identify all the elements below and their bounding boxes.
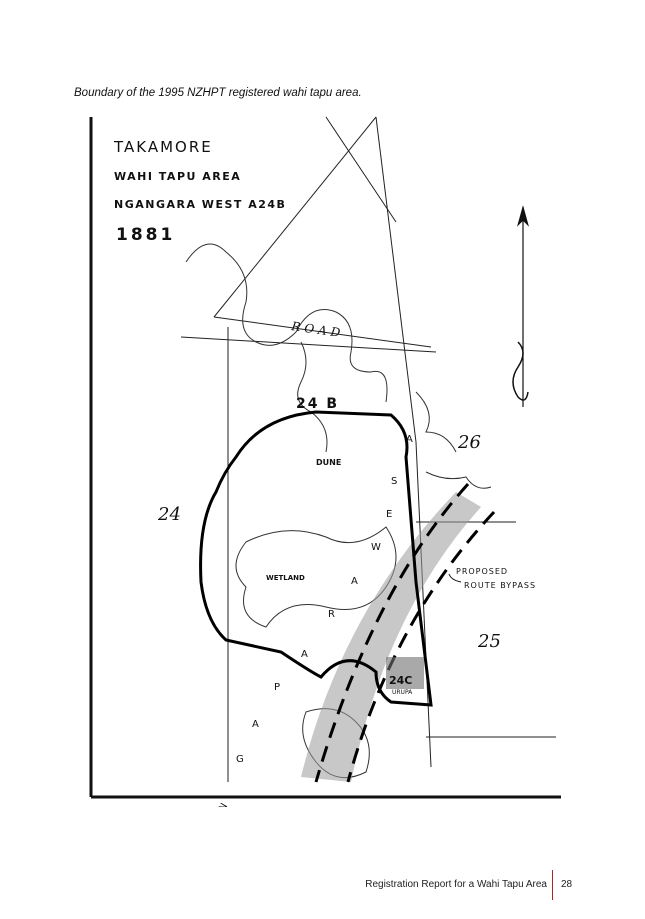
svg-text:E: E: [386, 509, 392, 520]
svg-text:A: A: [252, 719, 259, 730]
contour-sketches: [185, 243, 492, 779]
svg-text:G: G: [236, 754, 244, 765]
map-year: 1881: [116, 225, 175, 245]
svg-text:N: N: [217, 802, 230, 807]
svg-text:R: R: [328, 609, 335, 620]
wetland-label: WETLAND: [266, 574, 305, 582]
urupa-label: URUPA: [392, 689, 413, 696]
wahi-tapu-boundary: [199, 410, 433, 707]
bypass-pointer-arrow: [448, 573, 462, 583]
block-24c-label: 24C: [389, 674, 412, 687]
map-title-line-3: NGANGARA WEST A24B: [114, 198, 286, 211]
bypass-dashed-right: [346, 510, 496, 783]
map-drawing: TAKAMORE WAHI TAPU AREA NGANGARA WEST A2…: [89, 116, 561, 807]
svg-text:A: A: [301, 649, 308, 660]
block-24b-label: 24 B: [296, 396, 339, 412]
waterway-letters: N G A P A R A W E S A: [217, 434, 413, 807]
urupa-block: [386, 657, 424, 689]
dune-label: DUNE: [316, 458, 341, 467]
block-26-label: 26: [457, 432, 481, 453]
bypass-label-line-2: ROUTE BYPASS: [464, 581, 536, 590]
figure-caption: Boundary of the 1995 NZHPT registered wa…: [74, 87, 362, 99]
bypass-corridor: [301, 492, 481, 782]
block-25-label: 25: [477, 631, 501, 652]
svg-text:A: A: [351, 576, 358, 587]
svg-text:W: W: [371, 542, 381, 553]
block-24-label: 24: [157, 504, 181, 525]
svg-text:P: P: [274, 682, 280, 693]
footer-divider: [552, 870, 553, 900]
svg-text:A: A: [406, 434, 413, 445]
wahi-tapu-map: TAKAMORE WAHI TAPU AREA NGANGARA WEST A2…: [86, 112, 566, 807]
page-number: 28: [561, 879, 573, 890]
bypass-label-line-1: PROPOSED: [456, 567, 508, 576]
road-label: ROAD: [290, 319, 346, 340]
survey-lines: [180, 116, 556, 782]
map-title-line-2: WAHI TAPU AREA: [114, 170, 241, 183]
map-title-line-1: TAKAMORE: [113, 138, 213, 156]
north-arrow-icon: [512, 205, 529, 407]
svg-text:S: S: [391, 476, 397, 487]
bypass-dashed-left: [314, 482, 470, 783]
footer-report-title: Registration Report for a Wahi Tapu Area: [365, 879, 547, 890]
